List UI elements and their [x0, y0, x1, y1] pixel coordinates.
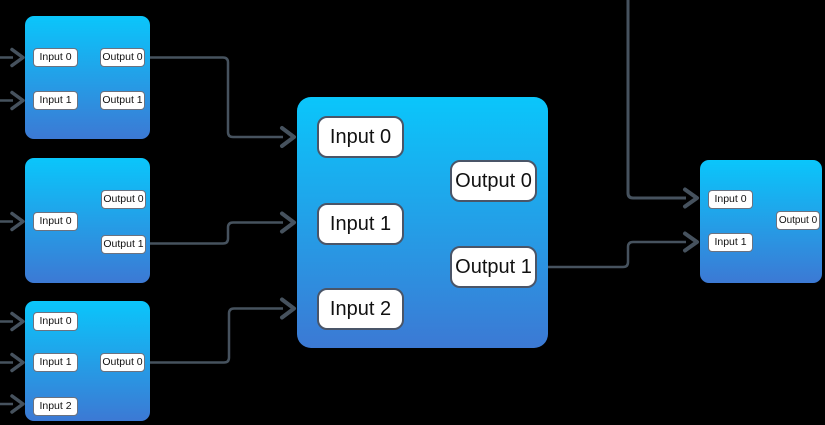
- edge-external-to-midleft-input0[interactable]: [0, 211, 25, 232]
- edge-external-to-bottomleft-input2[interactable]: [0, 394, 25, 414]
- port-input[interactable]: Input 1: [33, 91, 78, 110]
- edge-bottomleft-output0-to-center-input2[interactable]: [150, 297, 296, 364]
- port-output[interactable]: Output 0: [100, 353, 145, 372]
- arrowhead-icon: [280, 297, 296, 320]
- edge-center-output1-to-right-input1[interactable]: [548, 231, 699, 269]
- arrowhead-icon: [10, 47, 25, 68]
- arrowhead-icon: [280, 126, 296, 148]
- port-output[interactable]: Output 0: [450, 160, 537, 202]
- edge-external-top-to-right-input0[interactable]: [626, 0, 699, 209]
- port-input[interactable]: Input 0: [33, 48, 78, 67]
- edge-external-to-topleft-input0[interactable]: [0, 47, 25, 68]
- port-output[interactable]: Output 0: [101, 190, 146, 209]
- port-input[interactable]: Input 1: [708, 233, 753, 252]
- edge-external-to-bottomleft-input1[interactable]: [0, 352, 25, 373]
- arrowhead-icon: [280, 211, 296, 234]
- edge-topleft-output0-to-center-input0[interactable]: [150, 56, 296, 148]
- node-right[interactable]: Input 0 Input 1 Output 0: [700, 160, 822, 283]
- port-input[interactable]: Input 0: [708, 190, 753, 209]
- edge-midleft-output1-to-center-input1[interactable]: [150, 211, 296, 245]
- port-input[interactable]: Input 2: [317, 288, 404, 330]
- port-output[interactable]: Output 1: [101, 235, 146, 254]
- edge-external-to-topleft-input1[interactable]: [0, 90, 25, 111]
- port-input[interactable]: Input 0: [317, 116, 404, 158]
- port-input[interactable]: Input 0: [33, 312, 78, 331]
- arrowhead-icon: [10, 90, 25, 111]
- edge-external-to-bottomleft-input0[interactable]: [0, 311, 25, 332]
- node-middle-left[interactable]: Input 0 Output 0 Output 1: [25, 158, 150, 283]
- arrowhead-icon: [10, 311, 25, 332]
- arrowhead-icon: [683, 187, 699, 209]
- port-output[interactable]: Output 1: [450, 246, 537, 288]
- port-output[interactable]: Output 0: [776, 211, 820, 230]
- port-output[interactable]: Output 0: [100, 48, 145, 67]
- arrowhead-icon: [10, 394, 25, 414]
- arrowhead-icon: [10, 352, 25, 373]
- port-input[interactable]: Input 0: [33, 212, 78, 231]
- port-input[interactable]: Input 2: [33, 397, 78, 416]
- node-bottom-left[interactable]: Input 0 Input 1 Input 2 Output 0: [25, 301, 150, 421]
- port-input[interactable]: Input 1: [317, 203, 404, 245]
- node-center[interactable]: Input 0 Input 1 Input 2 Output 0 Output …: [297, 97, 548, 348]
- node-top-left[interactable]: Input 0 Input 1 Output 0 Output 1: [25, 16, 150, 139]
- port-output[interactable]: Output 1: [100, 91, 145, 110]
- arrowhead-icon: [10, 211, 25, 232]
- port-input[interactable]: Input 1: [33, 353, 78, 372]
- arrowhead-icon: [683, 231, 699, 253]
